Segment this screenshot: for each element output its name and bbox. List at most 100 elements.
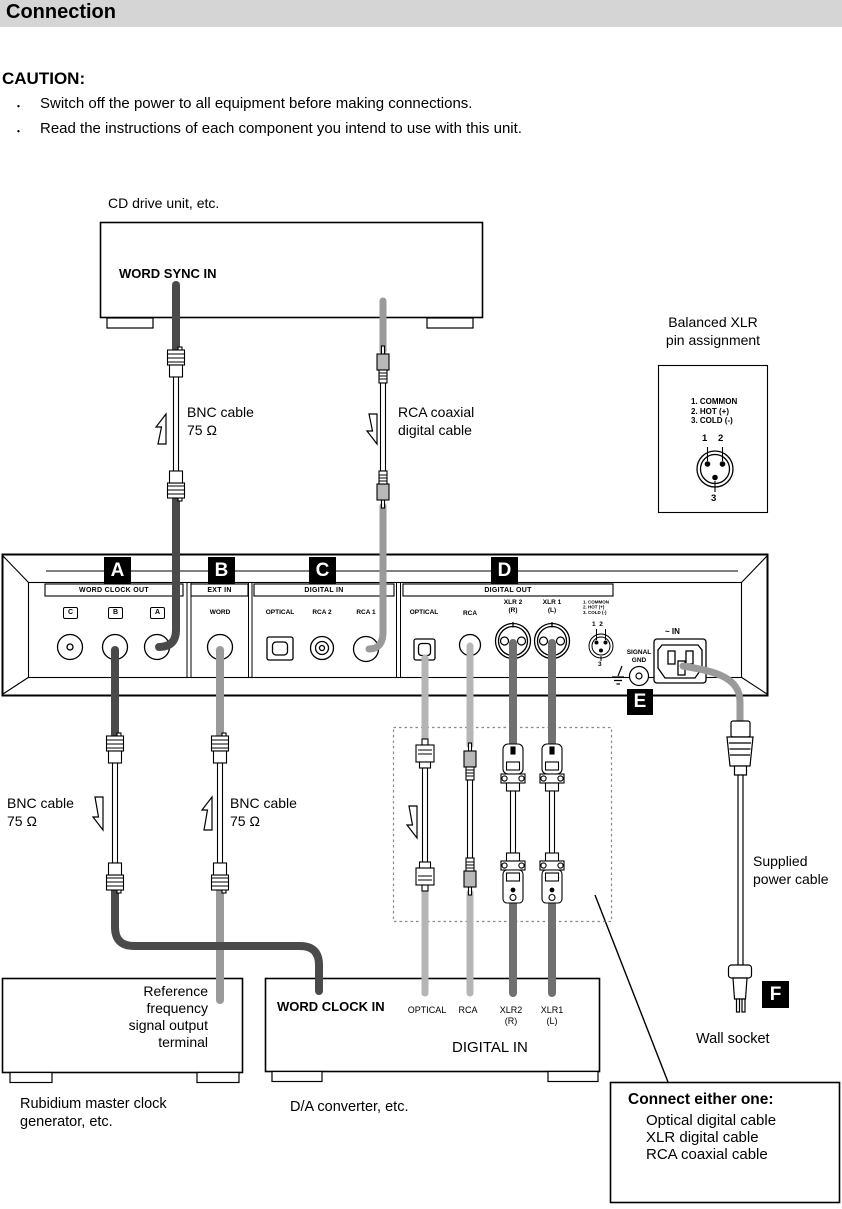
arrow-down-icon <box>365 413 378 446</box>
terminal-label-xlr2: XLR 2 <box>503 599 523 606</box>
terminal-label-rca2: RCA 2 <box>312 609 332 616</box>
terminal-label-rca-out: RCA <box>462 610 478 617</box>
terminal-label-c: C <box>63 607 78 619</box>
xlr-terminal-holes <box>499 636 566 646</box>
xlr-pinout-drawing <box>696 447 734 492</box>
toslink-connectors <box>415 738 435 892</box>
panel-pin-note-line: 2. HOT (+) <box>583 604 605 610</box>
da-optical-label: OPTICAL <box>407 1005 447 1015</box>
terminal-label-b: B <box>108 607 123 619</box>
xlr-pinout-box-frame <box>657 364 769 514</box>
marker-d: D <box>491 557 518 584</box>
bnc-cable-left-ohm: 75 Ω <box>7 813 37 829</box>
bnc-cable-right-label: BNC cable <box>230 795 297 811</box>
xlr-pin-1: 1. COMMON <box>691 397 738 406</box>
word-clock-in-label: WORD CLOCK IN <box>277 999 385 1014</box>
bar-word-clock-out: WORD CLOCK OUT <box>79 587 149 594</box>
caution-item: Read the instructions of each component … <box>40 120 522 137</box>
power-cable-label2: power cable <box>753 871 829 887</box>
cd-unit-caption: CD drive unit, etc. <box>108 195 220 211</box>
rca-connectors-top <box>376 345 390 509</box>
marker-f: F <box>762 981 789 1008</box>
rubidium-unit-box <box>1 977 244 1084</box>
terminal-label-a: A <box>150 607 165 619</box>
bnc-connectors-bottom-left <box>105 732 125 894</box>
panel-pin-3: 3 <box>598 661 602 668</box>
da-digital-in-label: DIGITAL IN <box>452 1039 528 1056</box>
signal-gnd-terminal <box>612 665 650 687</box>
bnc-connectors-top <box>166 346 186 502</box>
rubidium-caption2: generator, etc. <box>20 1114 113 1130</box>
connect-note-box <box>609 1081 841 1204</box>
terminal-label-optical-out: OPTICAL <box>409 609 439 616</box>
da-rca-label: RCA <box>458 1005 478 1015</box>
xlr-pin-2: 2. HOT (+) <box>691 406 730 416</box>
terminal-label-rca1: RCA 1 <box>356 609 376 616</box>
section-title-bar <box>0 0 842 27</box>
bar-digital-out: DIGITAL OUT <box>484 587 532 594</box>
xlr-pin-num-2: 2 <box>718 433 724 444</box>
xlr-pin-3: 3. COLD (-) <box>691 416 733 425</box>
arrow-down-icon <box>91 796 104 832</box>
panel-terminals <box>56 622 571 663</box>
rubidium-terminal-line: Reference <box>143 983 208 999</box>
da-xlr2-ch: (R) <box>504 1016 518 1026</box>
xlr-pin-num-1: 1 <box>702 433 708 444</box>
rubidium-terminal-label: Reference frequency signal output termin… <box>98 983 208 1051</box>
word-sync-in-label: WORD SYNC IN <box>119 266 217 281</box>
panel-pin-note-line: 3. COLD (-) <box>583 609 607 615</box>
word-sync-bnc-cable <box>155 281 180 651</box>
either-one-dashed-box <box>392 726 613 923</box>
power-plug <box>726 720 754 1013</box>
note-item: XLR digital cable <box>646 1129 759 1146</box>
panel-pin-note: 1. COMMON 2. HOT (+) 3. COLD (-) <box>583 599 609 615</box>
power-cable-label1: Supplied <box>753 853 808 869</box>
signal-gnd-label1: SIGNAL <box>626 649 652 656</box>
xlr2-connectors <box>500 743 526 904</box>
rubidium-terminal-line: frequency <box>146 1000 208 1016</box>
da-xlr1-ch: (L) <box>546 1016 558 1026</box>
terminal-label-xlr1: XLR 1 <box>542 599 562 606</box>
bnc-cable-left-label: BNC cable <box>7 795 74 811</box>
signal-gnd-label2: GND <box>631 657 647 664</box>
word-clock-out-b-cable <box>111 646 323 995</box>
bnc-cable-ohm: 75 Ω <box>187 422 217 438</box>
xlr-box-title2: pin assignment <box>665 332 761 348</box>
note-item: RCA coaxial cable <box>646 1146 768 1163</box>
da-caption: D/A converter, etc. <box>290 1099 409 1115</box>
word-sync-rca-cable <box>365 297 387 653</box>
terminal-label-xlr1-ch: (L) <box>547 607 557 614</box>
panel-xlr-pin-diagram <box>588 629 614 661</box>
page-title: Connection <box>6 1 116 23</box>
arrow-down-icon <box>405 805 418 840</box>
xlr-pin-num-3: 3 <box>711 493 717 504</box>
rubidium-terminal-line: signal output <box>128 1017 208 1033</box>
direction-arrows <box>91 412 418 840</box>
bnc-connectors-bottom-right <box>210 732 230 894</box>
rca-cable-label: RCA coaxial <box>398 404 475 420</box>
note-item: Optical digital cable <box>646 1112 777 1129</box>
terminal-label-word: WORD <box>209 609 231 616</box>
panel-pin-12: 1 2 <box>592 621 603 628</box>
marker-a: A <box>104 557 131 584</box>
ac-in-label: ~ IN <box>665 627 680 636</box>
arrow-up-icon <box>200 795 213 831</box>
terminal-label-optical-in: OPTICAL <box>265 609 295 616</box>
terminal-label-xlr2-ch: (R) <box>508 607 518 614</box>
rubidium-caption1: Rubidium master clock <box>20 1096 167 1112</box>
bnc-cable-right-ohm: 75 Ω <box>230 813 260 829</box>
rca-cable-label2: digital cable <box>398 422 472 438</box>
marker-b: B <box>208 557 235 584</box>
marker-e: E <box>627 689 653 715</box>
cd-unit-box <box>99 221 484 329</box>
note-heading: Connect either one: <box>628 1091 774 1108</box>
arrow-up-icon <box>154 412 167 445</box>
da-xlr1-label: XLR1 <box>540 1005 564 1015</box>
da-xlr2-label: XLR2 <box>499 1005 523 1015</box>
ac-inlet <box>653 638 707 684</box>
bnc-cable-label: BNC cable <box>187 404 254 420</box>
bullet-icon: ・ <box>13 126 24 138</box>
wall-socket-label: Wall socket <box>696 1031 770 1047</box>
